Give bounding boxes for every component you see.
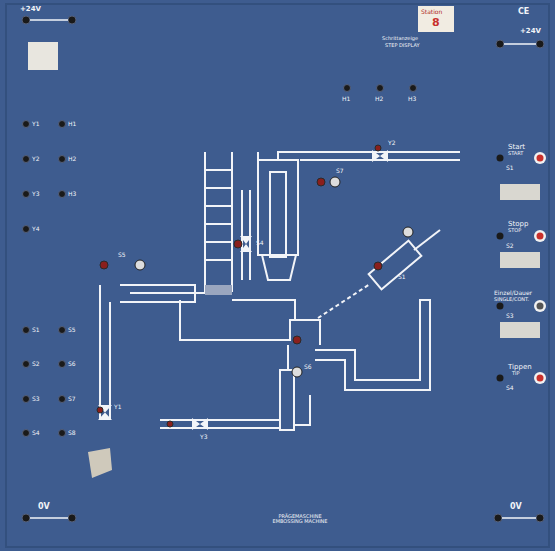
panel-label: S6 <box>68 361 76 367</box>
panel-label: Stopp <box>508 221 528 228</box>
panel-label: S5 <box>118 252 126 258</box>
panel-label: +24V <box>20 6 41 13</box>
panel-caption: PRÄGEMASCHINE EMBOSSING MACHINE <box>268 514 332 524</box>
panel-label: S4 <box>506 385 514 391</box>
panel-label: H3 <box>408 96 416 102</box>
panel-label: Station <box>421 9 442 15</box>
panel-label: H1 <box>68 121 76 127</box>
panel-label: Schrittanzeige <box>382 36 418 41</box>
panel-label: H3 <box>68 191 76 197</box>
panel-label: Y3 <box>200 434 207 440</box>
panel-label: SINGLE/CONT. <box>494 297 529 302</box>
panel-label: Y4 <box>32 226 39 232</box>
panel-label: 0V <box>38 503 50 511</box>
panel-label: S1 <box>506 165 514 171</box>
panel-label: S3 <box>506 313 514 319</box>
panel-label: H2 <box>375 96 383 102</box>
panel-label: Y2 <box>388 140 395 146</box>
panel-label: H1 <box>342 96 350 102</box>
panel-label: S7 <box>68 396 76 402</box>
panel-label: S6 <box>304 364 312 370</box>
panel-label: S5 <box>68 327 76 333</box>
panel-label: TIP <box>512 371 520 376</box>
panel-label: S4 <box>32 430 40 436</box>
panel-label: START <box>508 151 523 156</box>
panel-label: S1 <box>398 274 406 280</box>
panel-label: 0V <box>510 503 522 511</box>
panel-label: S8 <box>68 430 76 436</box>
panel-label: Y1 <box>32 121 39 127</box>
panel-label: Y3 <box>32 191 39 197</box>
panel-label: STOP <box>508 228 521 233</box>
panel-label: S3 <box>32 396 40 402</box>
panel-label: STEP DISPLAY <box>385 43 420 48</box>
panel-label: Y2 <box>32 156 39 162</box>
panel-label: S2 <box>506 243 514 249</box>
panel-label: Einzel/Dauer <box>494 290 532 296</box>
panel-label: Start <box>508 144 525 151</box>
panel-label: S7 <box>336 168 344 174</box>
panel-label: H2 <box>68 156 76 162</box>
panel-label: S2 <box>32 361 40 367</box>
panel-label: S1 <box>32 327 40 333</box>
panel-label: CE <box>518 8 529 16</box>
panel-label: 8 <box>432 17 440 28</box>
panel-label: Tippen <box>508 364 532 371</box>
panel-label: Y1 <box>114 404 121 410</box>
panel-label: S4 <box>256 240 264 246</box>
panel-label: +24V <box>520 28 541 35</box>
